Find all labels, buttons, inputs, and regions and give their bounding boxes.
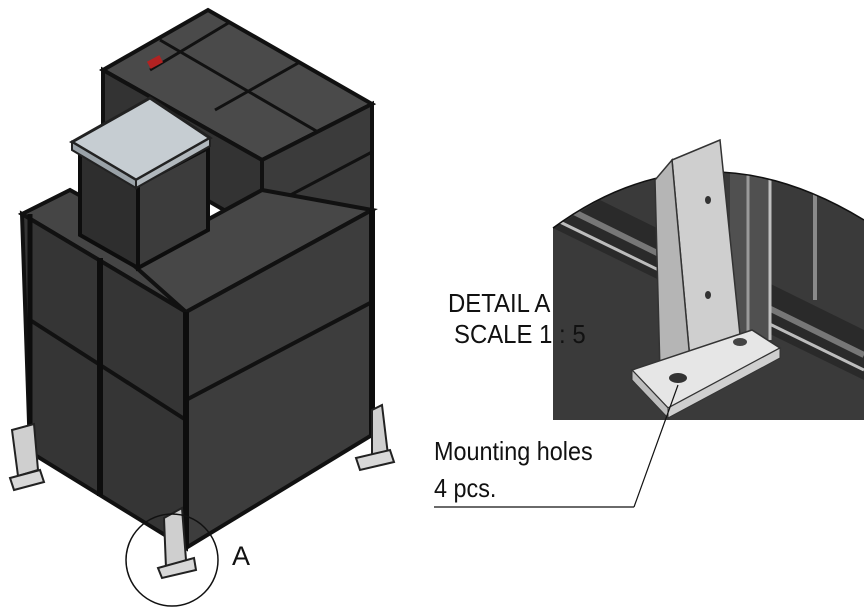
mounting-hole-rear: [733, 338, 747, 346]
detail-a-view: [552, 138, 864, 420]
lower-cabinet: [17, 187, 378, 552]
mounting-bracket: [630, 138, 782, 420]
detail-a-circle: [125, 513, 219, 607]
foot-right: [354, 403, 396, 472]
detail-scale: SCALE 1 : 5: [454, 319, 586, 349]
warning-label: [146, 55, 164, 69]
callout-text: Mounting holes: [434, 436, 593, 466]
mounting-hole: [669, 373, 687, 383]
foot-front: [156, 506, 198, 580]
detail-marker-label: A: [232, 541, 251, 571]
tower-frame: [69, 96, 213, 272]
enclosure-model: [8, 7, 396, 580]
callout-quantity: 4 pcs.: [434, 473, 497, 503]
foot-left: [8, 422, 46, 492]
detail-title: DETAIL A: [448, 288, 551, 318]
callout-leader: [434, 384, 679, 508]
